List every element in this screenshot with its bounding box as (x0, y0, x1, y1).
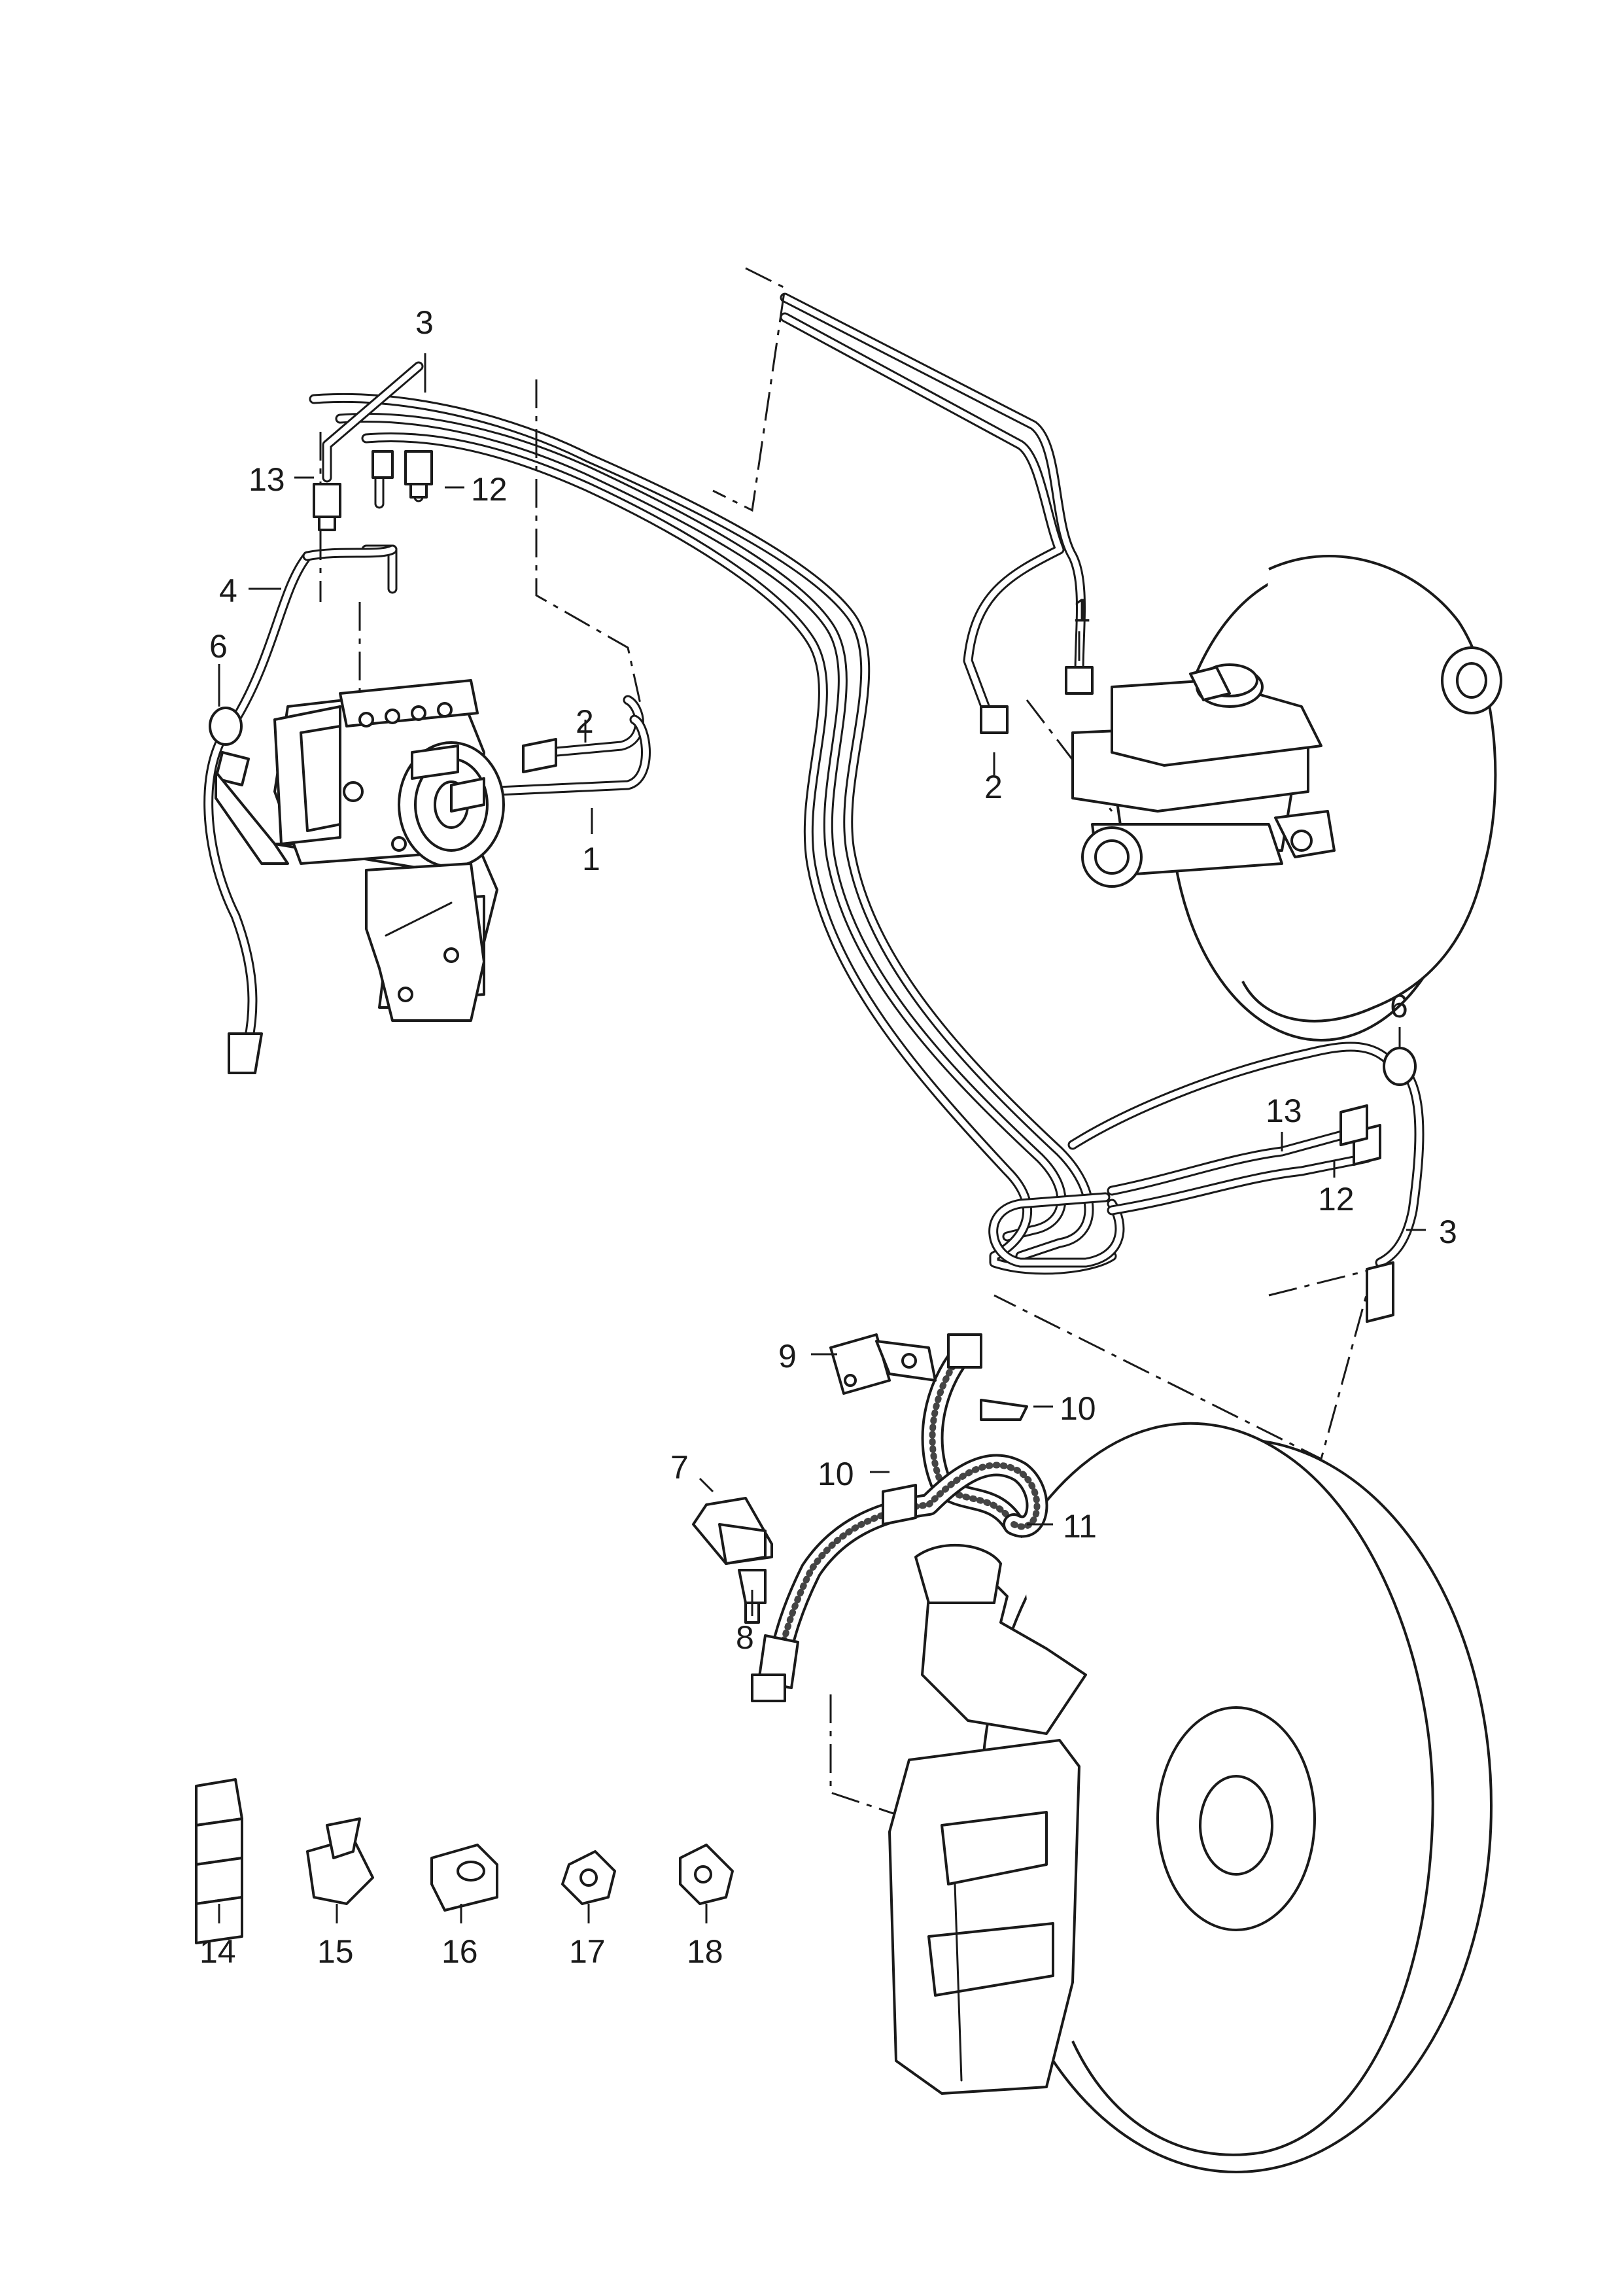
pipe-branch-right (1067, 1042, 1425, 1268)
brake-disc (980, 1422, 1493, 2173)
callout-7: 7 (670, 1449, 689, 1486)
callout-14: 14 (199, 1933, 236, 1970)
fitting-4-end (228, 1032, 263, 1074)
clip-14 (195, 1778, 243, 1944)
callout-9: 9 (778, 1338, 797, 1375)
callout-11: 11 (1063, 1508, 1097, 1545)
fitting-13-left (313, 483, 341, 531)
clip-16 (430, 1844, 498, 1912)
callout-6-left: 6 (209, 628, 228, 665)
callout-8: 8 (736, 1619, 754, 1656)
brake-hose (751, 1333, 1048, 1702)
fitting-12-left (404, 450, 433, 499)
fitting-2-master (980, 705, 1009, 734)
callout-3-left: 3 (415, 304, 434, 341)
callout-16: 16 (441, 1933, 478, 1970)
fitting-1-abs (450, 777, 485, 813)
clip-15 (306, 1817, 374, 1905)
brake-pipe-2 (335, 412, 1067, 1242)
grommet-6-left (209, 707, 243, 746)
callout-12-left: 12 (471, 471, 508, 508)
callout-leaders (218, 353, 1426, 1923)
clip-17 (561, 1850, 616, 1905)
callout-10-lower: 10 (818, 1456, 854, 1492)
bolt-8 (738, 1569, 767, 1624)
callout-10-upper: 10 (1060, 1390, 1096, 1427)
brake-pipe-3 (361, 432, 1117, 1275)
brake-caliper (888, 1739, 1080, 2095)
callout-15: 15 (317, 1933, 354, 1970)
fitting-3-right-end (1366, 1261, 1394, 1323)
fitting-2-abs (522, 738, 557, 773)
callout-1-abs: 1 (582, 841, 600, 877)
bracket-7 (692, 1497, 773, 1565)
callout-2-master: 2 (984, 769, 1003, 805)
connection-lines (319, 267, 1375, 1820)
grommet-6-right (1383, 1047, 1417, 1086)
callout-13-right: 13 (1266, 1093, 1302, 1129)
brake-pipe-1 (309, 393, 1094, 1261)
callout-13-left: 13 (249, 461, 285, 498)
retaining-clip-10b (882, 1484, 917, 1526)
bracket-9 (829, 1333, 937, 1395)
steering-knuckle (914, 1543, 1087, 1735)
pipe-loop (988, 1192, 1125, 1268)
callout-17: 17 (569, 1933, 606, 1970)
callout-1-master: 1 (1073, 592, 1091, 629)
fitting-3-left (371, 450, 394, 479)
callout-12-right: 12 (1318, 1181, 1355, 1218)
brake-pipe-bundle (203, 292, 1425, 1275)
callout-18: 18 (687, 1933, 723, 1970)
callout-6-right: 6 (1390, 988, 1408, 1025)
clip-18 (679, 1844, 734, 1905)
callout-2-abs: 2 (576, 703, 594, 740)
pipes-to-master-cylinder (780, 292, 1086, 718)
abs-bracket (215, 751, 485, 1022)
callouts: 1 1 2 2 3 3 4 6 6 7 8 9 10 10 11 12 12 1… (199, 304, 1457, 1970)
retaining-clip-10a (980, 1399, 1028, 1421)
callout-3-right: 3 (1439, 1214, 1457, 1250)
fitting-1-master (1065, 666, 1094, 695)
master-cylinder (1071, 663, 1336, 888)
callout-4: 4 (219, 572, 237, 609)
pipes-abs-front (479, 695, 651, 797)
fitting-13-right (1339, 1104, 1368, 1146)
